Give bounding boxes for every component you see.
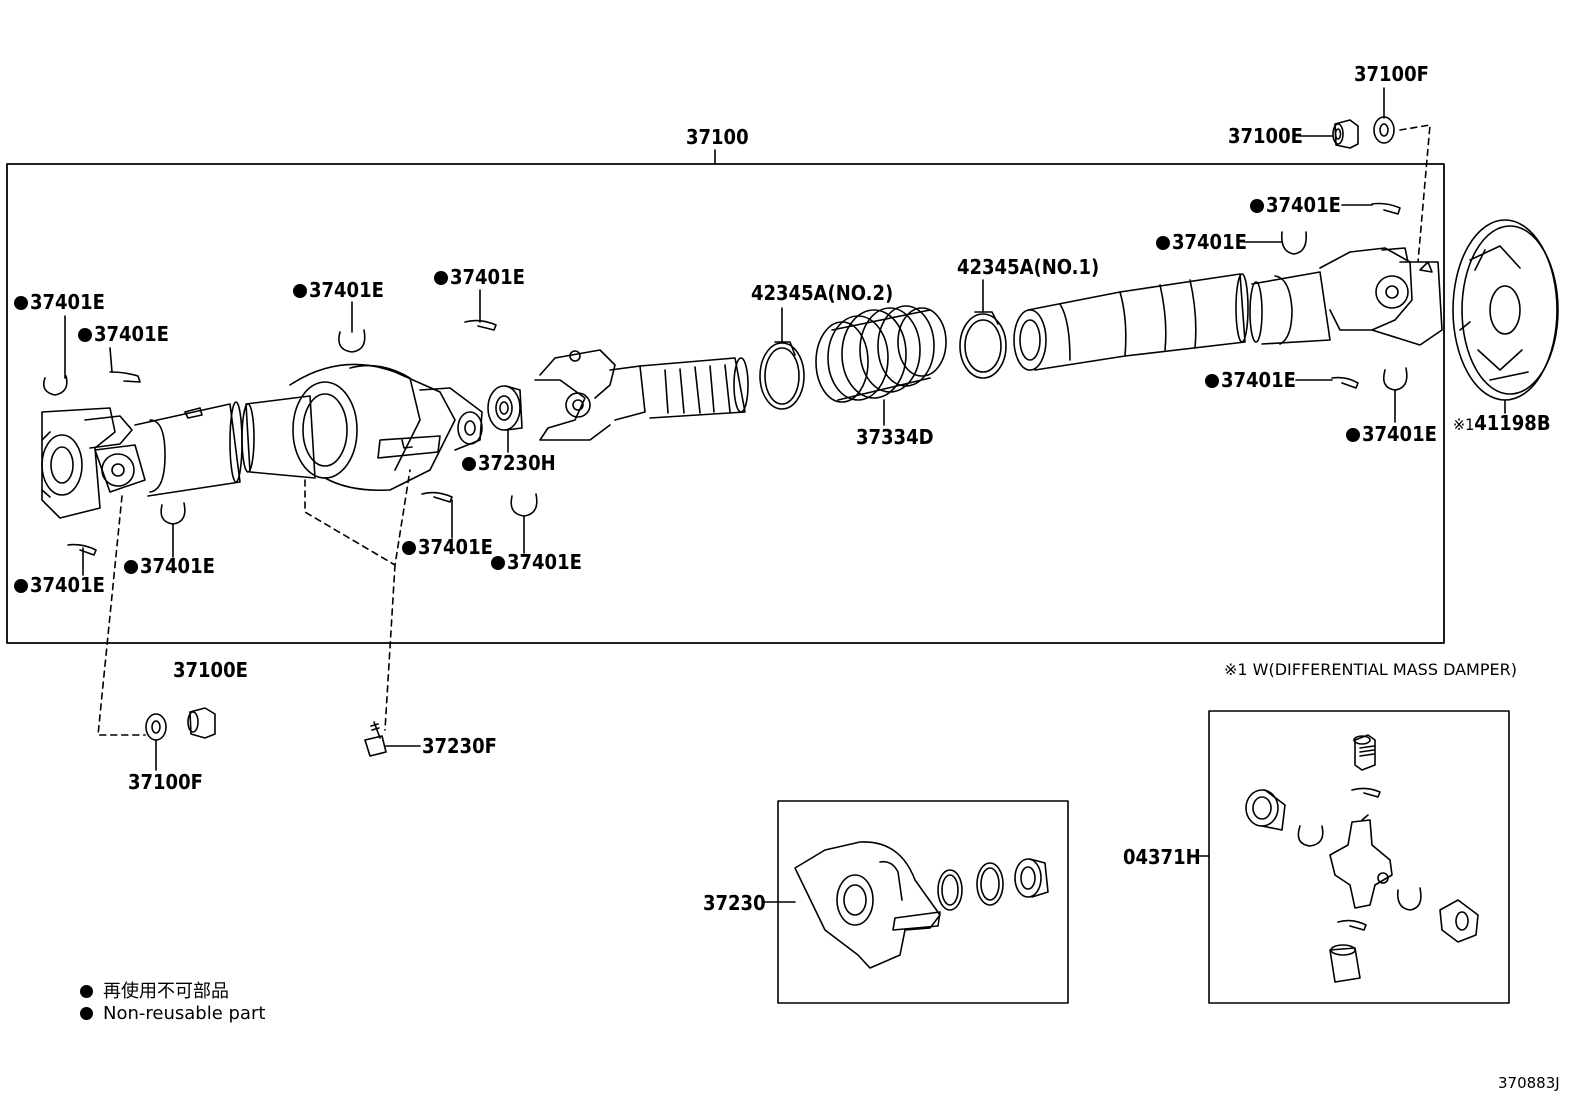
non-reusable-dot-icon — [80, 985, 93, 998]
label-text: 37401E — [30, 290, 105, 314]
clamp-42345A-no2 — [759, 341, 805, 410]
label-text: 37100E — [173, 658, 248, 682]
footnote-mass-damper: ※1 W(DIFFERENTIAL MASS DAMPER) — [1224, 660, 1517, 679]
label-37100: 37100 — [686, 127, 749, 147]
label-text: 37401E — [1221, 368, 1296, 392]
non-reusable-dot-icon — [1205, 374, 1219, 388]
label-text: 37401E — [450, 265, 525, 289]
label-37334D: 37334D — [856, 427, 934, 447]
label-37401E-e: 37401E — [14, 575, 105, 595]
non-reusable-dot-icon — [1156, 236, 1170, 250]
label-41198B: ※141198B — [1453, 413, 1551, 433]
center-universal-joint — [534, 349, 646, 441]
front-shaft-tube — [134, 401, 243, 497]
label-37100F-bottom: 37100F — [128, 772, 203, 792]
non-reusable-dot-icon — [78, 328, 92, 342]
legend-japanese: 再使用不可部品 — [80, 977, 229, 1003]
part-37100F-bottom — [145, 713, 167, 741]
label-text: 37401E — [309, 278, 384, 302]
label-text: 37100F — [1354, 62, 1429, 86]
non-reusable-dot-icon — [462, 457, 476, 471]
label-text: 42345A(NO.1) — [957, 255, 1100, 279]
label-37401E-k: 37401E — [1205, 370, 1296, 390]
front-flange-yoke — [41, 407, 146, 519]
seal-37230H — [487, 385, 523, 431]
label-37230: 37230 — [703, 893, 766, 913]
label-text: 37401E — [30, 573, 105, 597]
label-37401E-f: 37401E — [124, 556, 215, 576]
label-text: 37100E — [1228, 124, 1303, 148]
legend-text-ja: 再使用不可部品 — [103, 981, 229, 1002]
label-text: 41198B — [1474, 411, 1551, 435]
label-text: 42345A(NO.2) — [751, 281, 894, 305]
rear-shaft-tube — [1013, 273, 1249, 371]
label-37401E-a: 37401E — [14, 292, 105, 312]
mass-damper-mark: ※1 — [1453, 415, 1475, 434]
label-text: 37334D — [856, 425, 934, 449]
label-04371H: 04371H — [1123, 847, 1201, 867]
label-text: 04371H — [1123, 845, 1201, 869]
bolt-37230F — [364, 721, 387, 757]
label-37100F-top: 37100F — [1354, 64, 1429, 84]
label-37401E-h: 37401E — [491, 552, 582, 572]
non-reusable-dot-icon — [80, 1007, 93, 1020]
boot-37334D — [815, 305, 947, 403]
spline-shaft — [639, 357, 749, 419]
label-text: 37401E — [507, 550, 582, 574]
part-37100F-top — [1373, 116, 1395, 144]
non-reusable-dot-icon — [402, 541, 416, 555]
label-42345A-no1: 42345A(NO.1) — [957, 257, 1099, 277]
non-reusable-dot-icon — [124, 560, 138, 574]
legend-english: Non-reusable part — [80, 1003, 265, 1024]
label-42345A-no2: 42345A(NO.2) — [751, 283, 893, 303]
snap-rings — [42, 202, 1408, 556]
non-reusable-dot-icon — [491, 556, 505, 570]
label-37401E-g: 37401E — [402, 537, 493, 557]
label-37401E-b: 37401E — [78, 324, 169, 344]
non-reusable-dot-icon — [293, 284, 307, 298]
label-37401E-j: 37401E — [1156, 232, 1247, 252]
dashed-leaders — [97, 124, 1431, 736]
label-37230F: 37230F — [422, 736, 497, 756]
label-text: 37401E — [140, 554, 215, 578]
label-37401E-c: 37401E — [293, 280, 384, 300]
non-reusable-dot-icon — [1346, 428, 1360, 442]
label-37401E-i: 37401E — [1250, 195, 1341, 215]
label-text: 37100F — [128, 770, 203, 794]
part-37100E-bottom — [187, 707, 216, 739]
label-37100E-top: 37100E — [1228, 126, 1303, 146]
clamp-42345A-no1 — [959, 311, 1007, 379]
label-text: 37401E — [1362, 422, 1437, 446]
kit-center-bearing — [794, 841, 1049, 969]
assembly-box — [6, 163, 1445, 644]
label-37230H: 37230H — [462, 453, 556, 473]
label-37401E-d: 37401E — [434, 267, 525, 287]
label-text: 37230 — [703, 891, 766, 915]
non-reusable-dot-icon — [14, 579, 28, 593]
label-text: 37230F — [422, 734, 497, 758]
label-37401E-l: 37401E — [1346, 424, 1437, 444]
label-text: 37401E — [1172, 230, 1247, 254]
label-text: 37230H — [478, 451, 556, 475]
non-reusable-dot-icon — [14, 296, 28, 310]
center-bearing-box — [777, 800, 1069, 1004]
mass-damper-41198B — [1452, 219, 1559, 401]
label-text: 37401E — [1266, 193, 1341, 217]
leader-lines — [64, 87, 1506, 903]
part-37100E-top — [1332, 119, 1359, 149]
label-text: 37401E — [94, 322, 169, 346]
kit-universal-joint — [1245, 734, 1479, 983]
label-text: 37100 — [686, 125, 749, 149]
label-text: 37401E — [418, 535, 493, 559]
universal-joint-box — [1208, 710, 1510, 1004]
non-reusable-dot-icon — [434, 271, 448, 285]
figure-code: 370883J — [1498, 1074, 1560, 1092]
non-reusable-dot-icon — [1250, 199, 1264, 213]
rear-flange-yoke — [1249, 247, 1443, 346]
legend-text-en: Non-reusable part — [103, 1003, 266, 1024]
label-37100E-bottom: 37100E — [173, 660, 248, 680]
center-bearing-assembly — [241, 363, 483, 492]
